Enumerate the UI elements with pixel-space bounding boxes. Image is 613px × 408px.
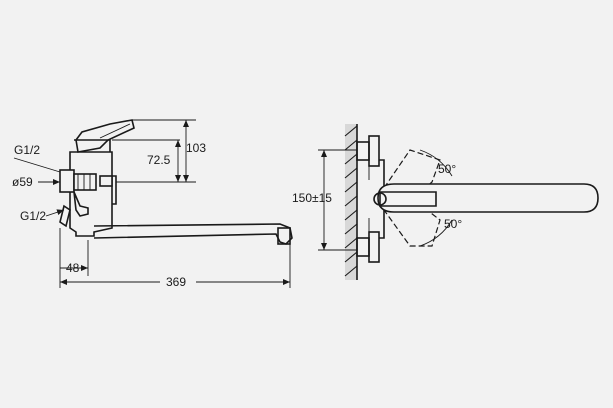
- label-angle-up: 50°: [438, 162, 456, 176]
- label-diameter: ø59: [12, 175, 33, 189]
- front-view: 50° 50° 150±15: [292, 124, 599, 280]
- handle-position-down: [383, 199, 441, 247]
- mixer-body-outline: [69, 151, 113, 237]
- label-inlet-bottom: G1/2: [20, 209, 46, 223]
- label-offset: 48: [66, 261, 80, 275]
- inlet-connector: [59, 169, 75, 193]
- label-height-body: 72.5: [147, 153, 171, 167]
- label-height-total: 103: [186, 141, 206, 155]
- spout-nozzle: [277, 227, 291, 245]
- wall-hatching: [344, 125, 358, 277]
- label-centers: 150±15: [292, 191, 332, 205]
- side-view: 103 72.5 G1/2 ø59 G1/2 48 369: [12, 119, 293, 289]
- spout: [93, 223, 293, 245]
- connector-top: [356, 141, 370, 161]
- label-inlet-top: G1/2: [14, 143, 40, 157]
- connector-bottom: [356, 237, 370, 257]
- label-spout-length: 369: [166, 275, 186, 289]
- label-angle-down: 50°: [444, 217, 462, 231]
